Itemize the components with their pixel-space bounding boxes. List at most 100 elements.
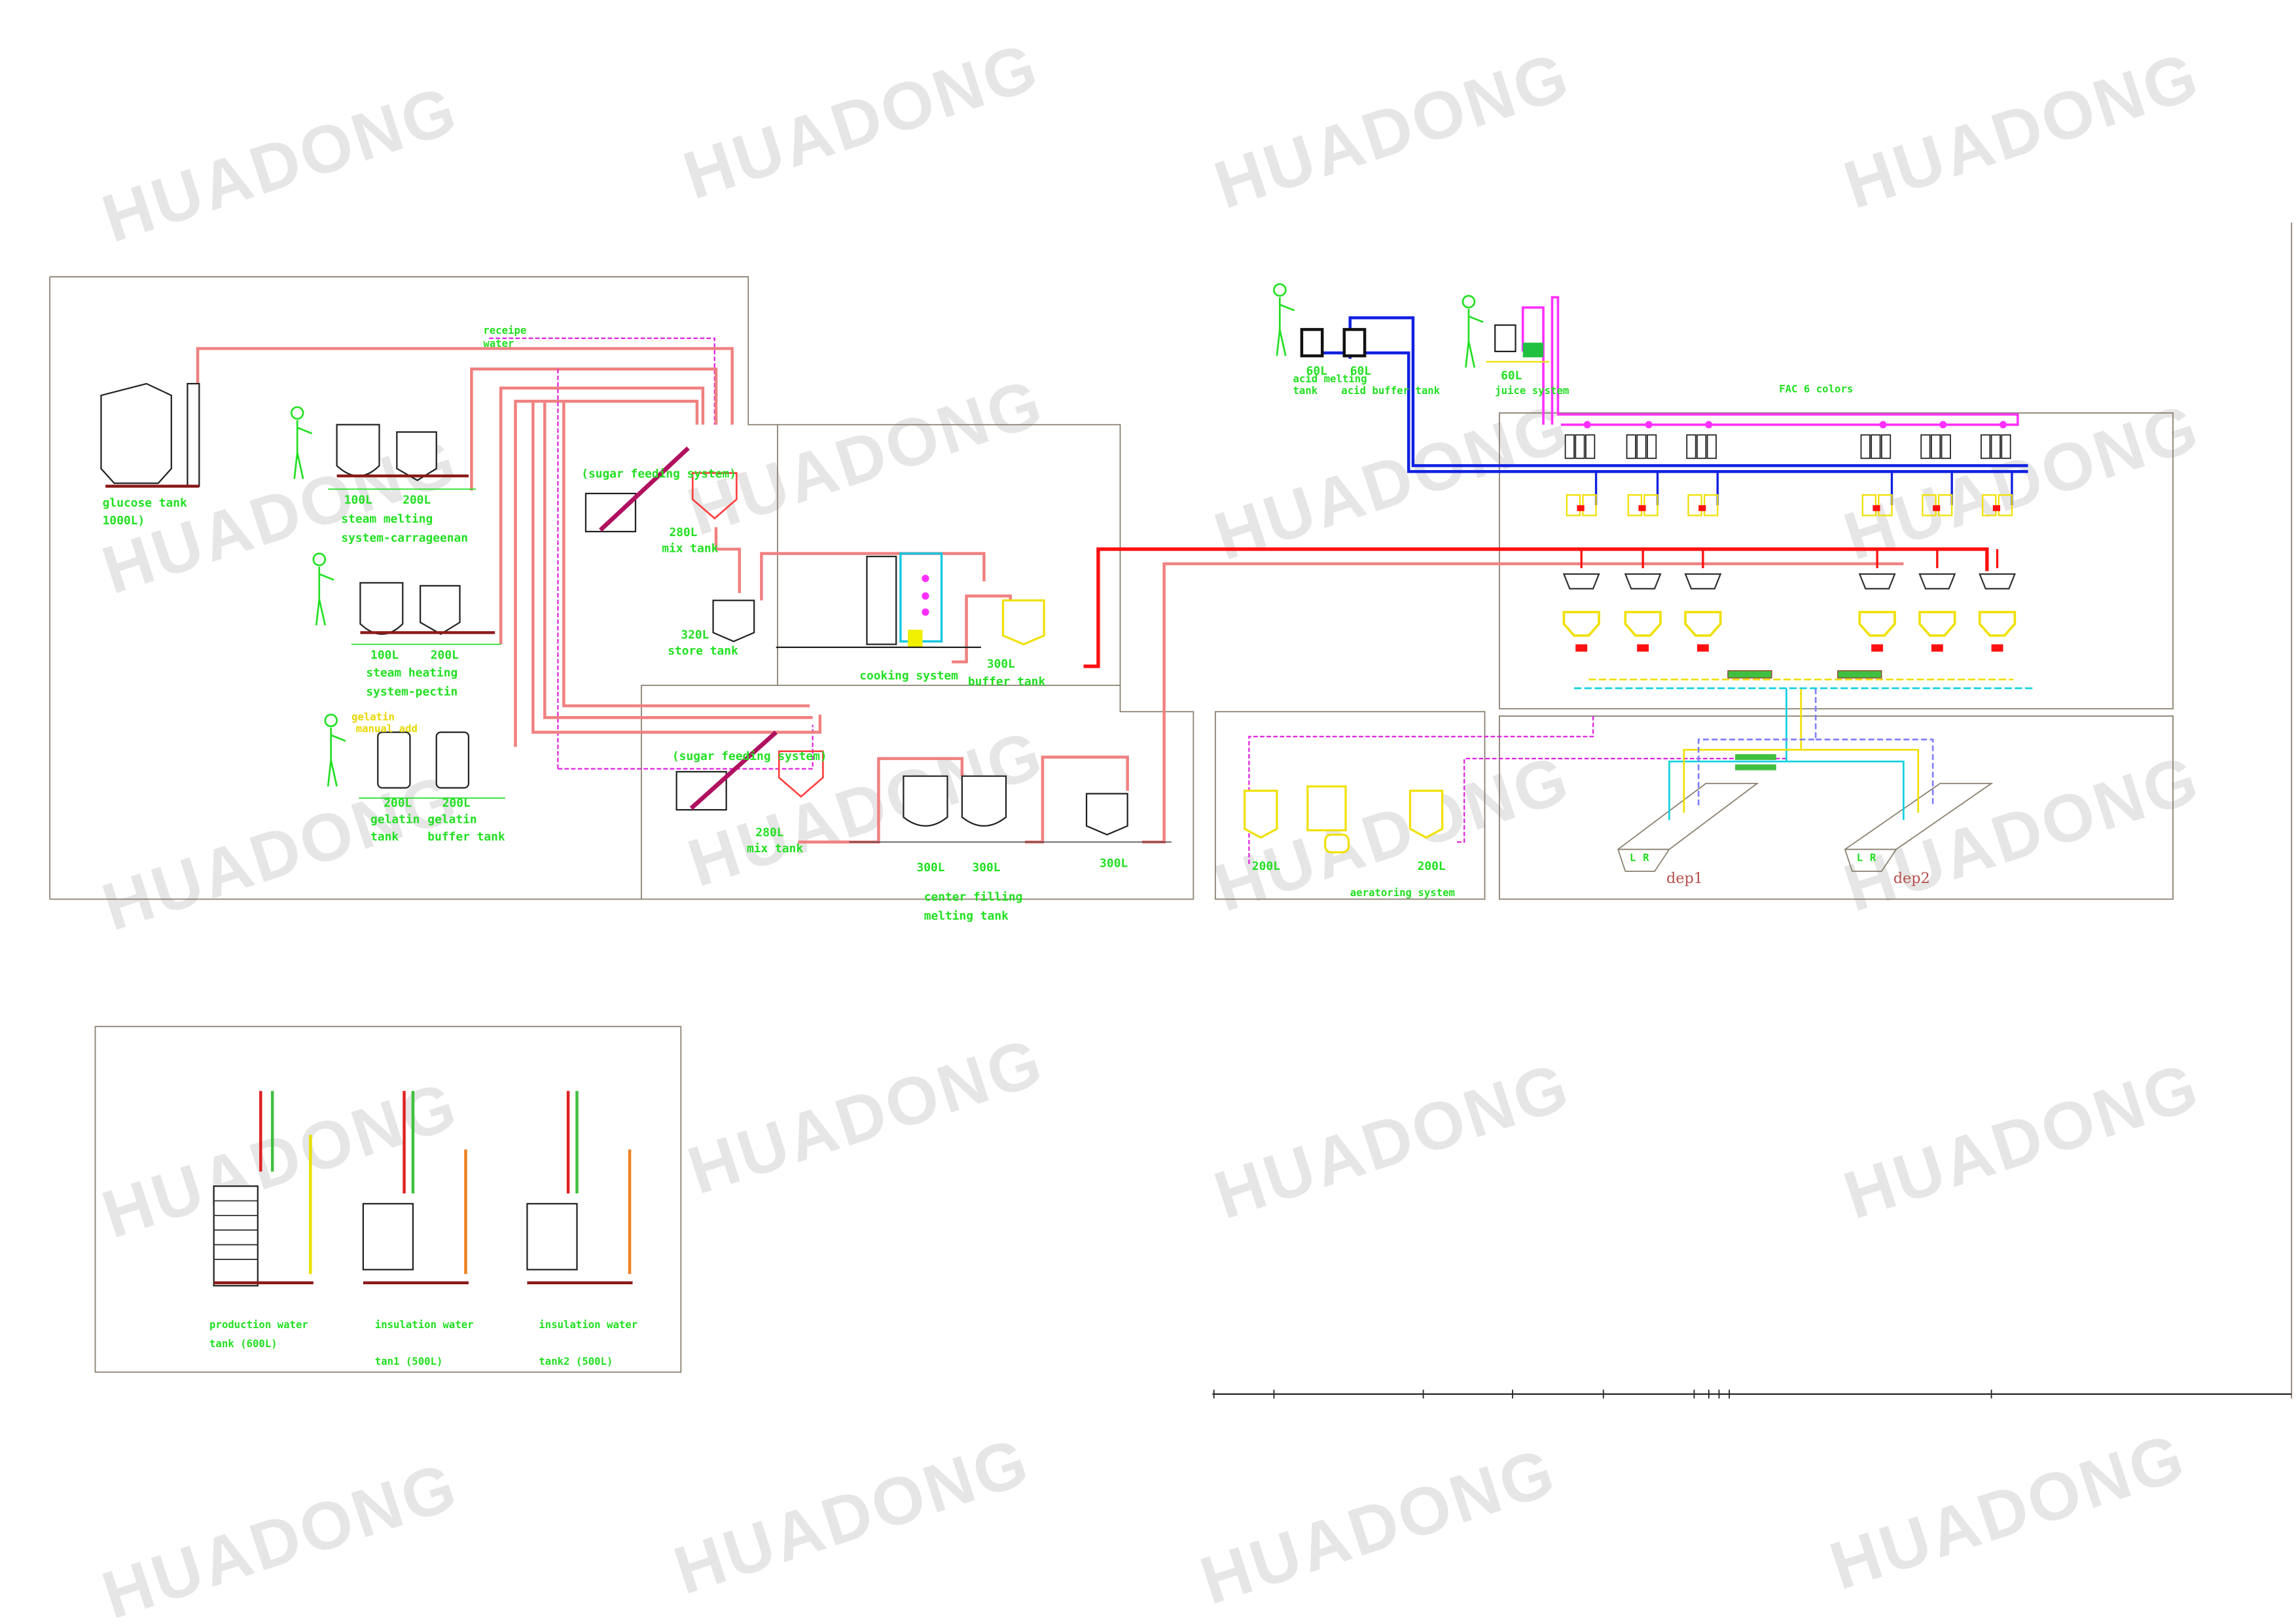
color-tank <box>1880 434 1892 460</box>
color-tank <box>1646 434 1657 460</box>
glucose-tank-label: glucose tank <box>103 496 187 510</box>
insulation-water-2-label: insulation water <box>539 1318 637 1331</box>
gelatin-tanks <box>359 731 505 799</box>
water-label: water <box>483 337 514 350</box>
production-water-label-2: tank (600L) <box>209 1337 278 1350</box>
mix-tank-2-label: mix tank <box>747 842 803 856</box>
color-tank <box>1575 434 1585 460</box>
fac-colors-label: FAC 6 colors <box>1779 383 1853 395</box>
color-tank <box>1990 434 2001 460</box>
depositor-hopper <box>1858 611 1896 637</box>
mixer-hopper <box>1918 573 1956 590</box>
color-tank <box>1626 434 1636 460</box>
dosing-unit <box>1643 494 1659 516</box>
color-tank <box>1706 434 1717 460</box>
color-tank <box>1871 434 1881 460</box>
carrageenan-tank1-volume: 100L <box>344 494 372 507</box>
valve-icon <box>1931 644 1943 652</box>
dosing-unit <box>1582 494 1597 516</box>
mix-tank-2-volume: 280L <box>755 825 783 839</box>
valve-icon <box>1871 644 1884 652</box>
dep2-left-label: L <box>1857 851 1863 863</box>
gelatin-buffer-label: gelatin <box>427 812 476 826</box>
gelatin-manual-label: gelatin <box>351 711 395 723</box>
dep1-left-label: L <box>1630 851 1636 863</box>
mixer-hopper <box>1979 573 2017 590</box>
melting-tank1-volume: 300L <box>917 861 945 875</box>
watermark: HUADONG <box>1192 1433 1566 1618</box>
depositor-hopper <box>1684 611 1722 637</box>
dosing-unit <box>1703 494 1719 516</box>
gelatin-tank-label-2: tank <box>370 830 399 844</box>
watermark: HUADONG <box>94 1448 467 1624</box>
valve-icon <box>1696 644 1709 652</box>
glucose-tank-volume: 1000L) <box>103 514 145 528</box>
color-tank <box>2001 434 2011 460</box>
sugar-feeding-label-2: (sugar feeding system) <box>672 749 827 763</box>
labels: receipe water glucose tank 1000L) 100L 2… <box>103 324 1930 1367</box>
pump-icon <box>1933 505 1941 511</box>
juice-valve-icon <box>1645 421 1653 429</box>
depositor-hopper <box>1624 611 1662 637</box>
depositor-hopper <box>1562 611 1600 637</box>
mixer-hopper <box>1562 573 1600 590</box>
color-tank <box>1636 434 1647 460</box>
juice-valve-icon <box>1939 421 1947 429</box>
acid-melting-label-2: tank <box>1293 384 1318 397</box>
pectin-tank2-volume: 200L <box>431 649 459 662</box>
pump-icon <box>1638 505 1646 511</box>
carrageenan-label-2: system-carrageenan <box>341 532 468 545</box>
acid-melting-label: acid melting <box>1293 372 1367 385</box>
dep1-right-label: R <box>1643 851 1649 863</box>
mix-tanks <box>691 472 824 798</box>
watermark: HUADONG <box>1835 740 2209 926</box>
depositor-heads <box>1574 670 2036 872</box>
mix-tank-volume: 280L <box>669 526 697 539</box>
melting-tank2-volume: 300L <box>973 861 1001 875</box>
color-tank <box>1941 434 1951 460</box>
water-tanks <box>213 1091 633 1287</box>
watermark: HUADONG <box>675 28 1049 213</box>
watermark: HUADONG <box>1835 1048 2209 1233</box>
receipe-label: receipe <box>483 324 526 336</box>
buffer-tank-label: buffer tank <box>968 675 1046 689</box>
product-pipes <box>196 296 2028 864</box>
color-tank <box>1920 434 1931 460</box>
gelatin-tank-label: gelatin <box>370 812 420 826</box>
store-tank-label: store tank <box>668 644 738 658</box>
insulation-water-1-label-2: tan1 (500L) <box>375 1355 443 1367</box>
juice-system-label: juice system <box>1495 384 1569 397</box>
center-filling-label: center filling <box>924 890 1023 904</box>
buffer-tank-volume: 300L <box>987 657 1015 671</box>
carrageenan-tanks <box>328 424 476 490</box>
mixer-hopper <box>1684 573 1722 590</box>
watermark: HUADONG <box>94 759 467 945</box>
acid-juice-tanks <box>1300 324 1549 363</box>
dep2-right-label: R <box>1870 851 1876 863</box>
juice-volume: 60L <box>1501 369 1522 382</box>
watermark: HUADONG <box>679 364 1053 549</box>
juice-valve-icon <box>1999 421 2007 429</box>
color-tank <box>1564 434 1575 460</box>
dep2-label: dep2 <box>1893 870 1930 887</box>
gelatin-tank-volume: 200L <box>384 797 412 810</box>
color-tank <box>1981 434 1991 460</box>
mix-tank-label: mix tank <box>662 541 718 555</box>
color-tank <box>1860 434 1871 460</box>
production-water-label: production water <box>209 1318 308 1331</box>
valve-icon <box>1991 644 2003 652</box>
pectin-label-2: system-pectin <box>366 685 457 699</box>
gelatin-buffer-volume: 200L <box>442 797 471 810</box>
watermark: HUADONG <box>1206 37 1579 223</box>
mixer-hopper <box>1624 573 1662 590</box>
glucose-tank <box>100 382 200 488</box>
carrageenan-tank2-volume: 200L <box>403 494 431 507</box>
dep1-label: dep1 <box>1666 870 1703 887</box>
pump-icon <box>1992 505 2001 511</box>
watermark: HUADONG <box>94 71 467 257</box>
store-tank-volume: 320L <box>681 628 709 641</box>
color-tank <box>1696 434 1707 460</box>
watermark: HUADONG <box>1835 37 2209 223</box>
sugar-feeding-label: (sugar feeding system) <box>581 467 736 480</box>
watermark: HUADONG <box>679 1023 1053 1208</box>
